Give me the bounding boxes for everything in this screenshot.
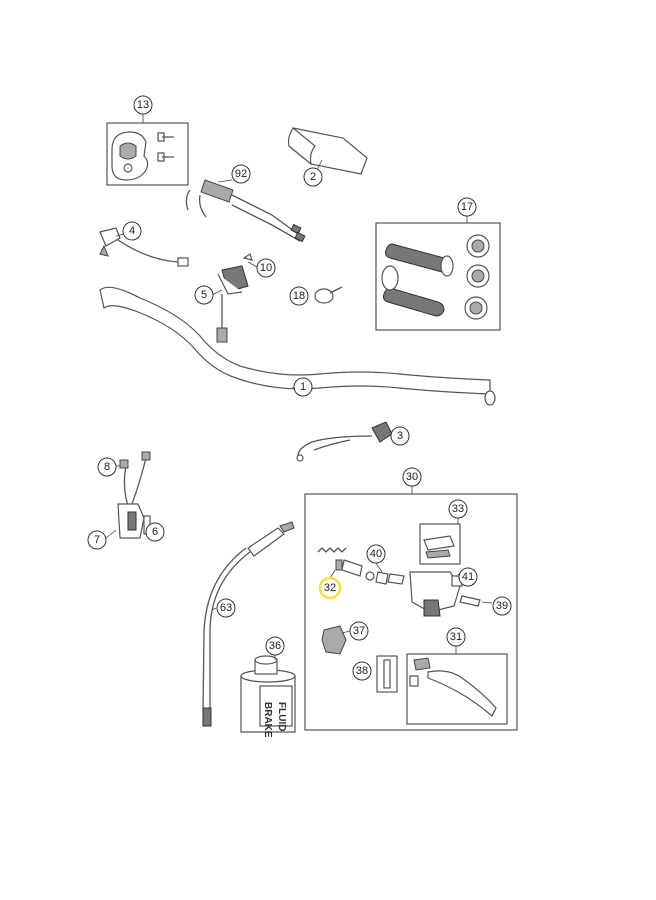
callout-31[interactable]: 31 [446,627,466,647]
part-5-switch [211,253,258,343]
callout-17[interactable]: 17 [457,197,477,217]
callout-13-label: 13 [137,99,149,111]
callout-5-label: 5 [201,289,207,301]
callout-36-label: 36 [269,640,281,652]
part-63-bleed-hose [202,521,295,727]
callout-4[interactable]: 4 [122,221,142,241]
callout-1-label: 1 [300,381,306,393]
callout-1[interactable]: 1 [293,377,313,397]
callout-8-label: 8 [104,461,110,473]
callout-17-label: 17 [461,201,473,213]
callout-40-label: 40 [370,548,382,560]
callout-38[interactable]: 38 [352,661,372,681]
callout-5[interactable]: 5 [194,285,214,305]
part-18-cable-tie [314,286,343,304]
callout-39[interactable]: 39 [492,596,512,616]
part-2-handlebar-pad [287,127,368,175]
callout-3-label: 3 [397,430,403,442]
callout-30-label: 30 [406,471,418,483]
callout-6[interactable]: 6 [145,522,165,542]
callout-7-label: 7 [94,534,100,546]
brake-fluid-label-line2: FLUID [276,702,287,731]
callout-37-label: 37 [353,625,365,637]
part-6-brake-switch [105,451,151,539]
callout-63[interactable]: 63 [216,598,236,618]
callout-2-label: 2 [310,171,316,183]
callout-18[interactable]: 18 [289,286,309,306]
part-30-master-cylinder-group [304,486,518,731]
part-4-switch-wire [99,227,189,267]
callout-39-label: 39 [496,600,508,612]
callout-7[interactable]: 7 [87,530,107,550]
part-17-grips [375,214,501,331]
callout-41[interactable]: 41 [458,567,478,587]
callout-38-label: 38 [356,665,368,677]
part-1-handlebar [99,286,496,406]
callout-92-label: 92 [235,168,247,180]
callout-6-label: 6 [152,526,158,538]
callout-30[interactable]: 30 [402,467,422,487]
callout-32-label: 32 [324,582,336,594]
callout-33-label: 33 [452,503,464,515]
callout-63-label: 63 [220,602,232,614]
part-3-hot-start [296,421,400,462]
callout-36[interactable]: 36 [265,636,285,656]
callout-10[interactable]: 10 [256,258,276,278]
callout-40[interactable]: 40 [366,544,386,564]
callout-2[interactable]: 2 [303,167,323,187]
callout-41-label: 41 [462,571,474,583]
callout-4-label: 4 [129,225,135,237]
part-92-throttle-assembly [185,179,306,243]
callout-92[interactable]: 92 [231,164,251,184]
callout-8[interactable]: 8 [97,457,117,477]
callout-18-label: 18 [293,290,305,302]
callout-10-label: 10 [260,262,272,274]
part-13-handlebar-clamp [106,114,189,186]
callout-31-label: 31 [450,631,462,643]
callout-37[interactable]: 37 [349,621,369,641]
brake-fluid-label-line1: BRAKE [262,702,273,738]
callout-32-highlighted[interactable]: 32 [318,576,342,600]
callout-33[interactable]: 33 [448,499,468,519]
callout-3[interactable]: 3 [390,426,410,446]
part-36-brake-fluid-can: BRAKE FLUID [240,655,296,738]
callout-13[interactable]: 13 [133,95,153,115]
